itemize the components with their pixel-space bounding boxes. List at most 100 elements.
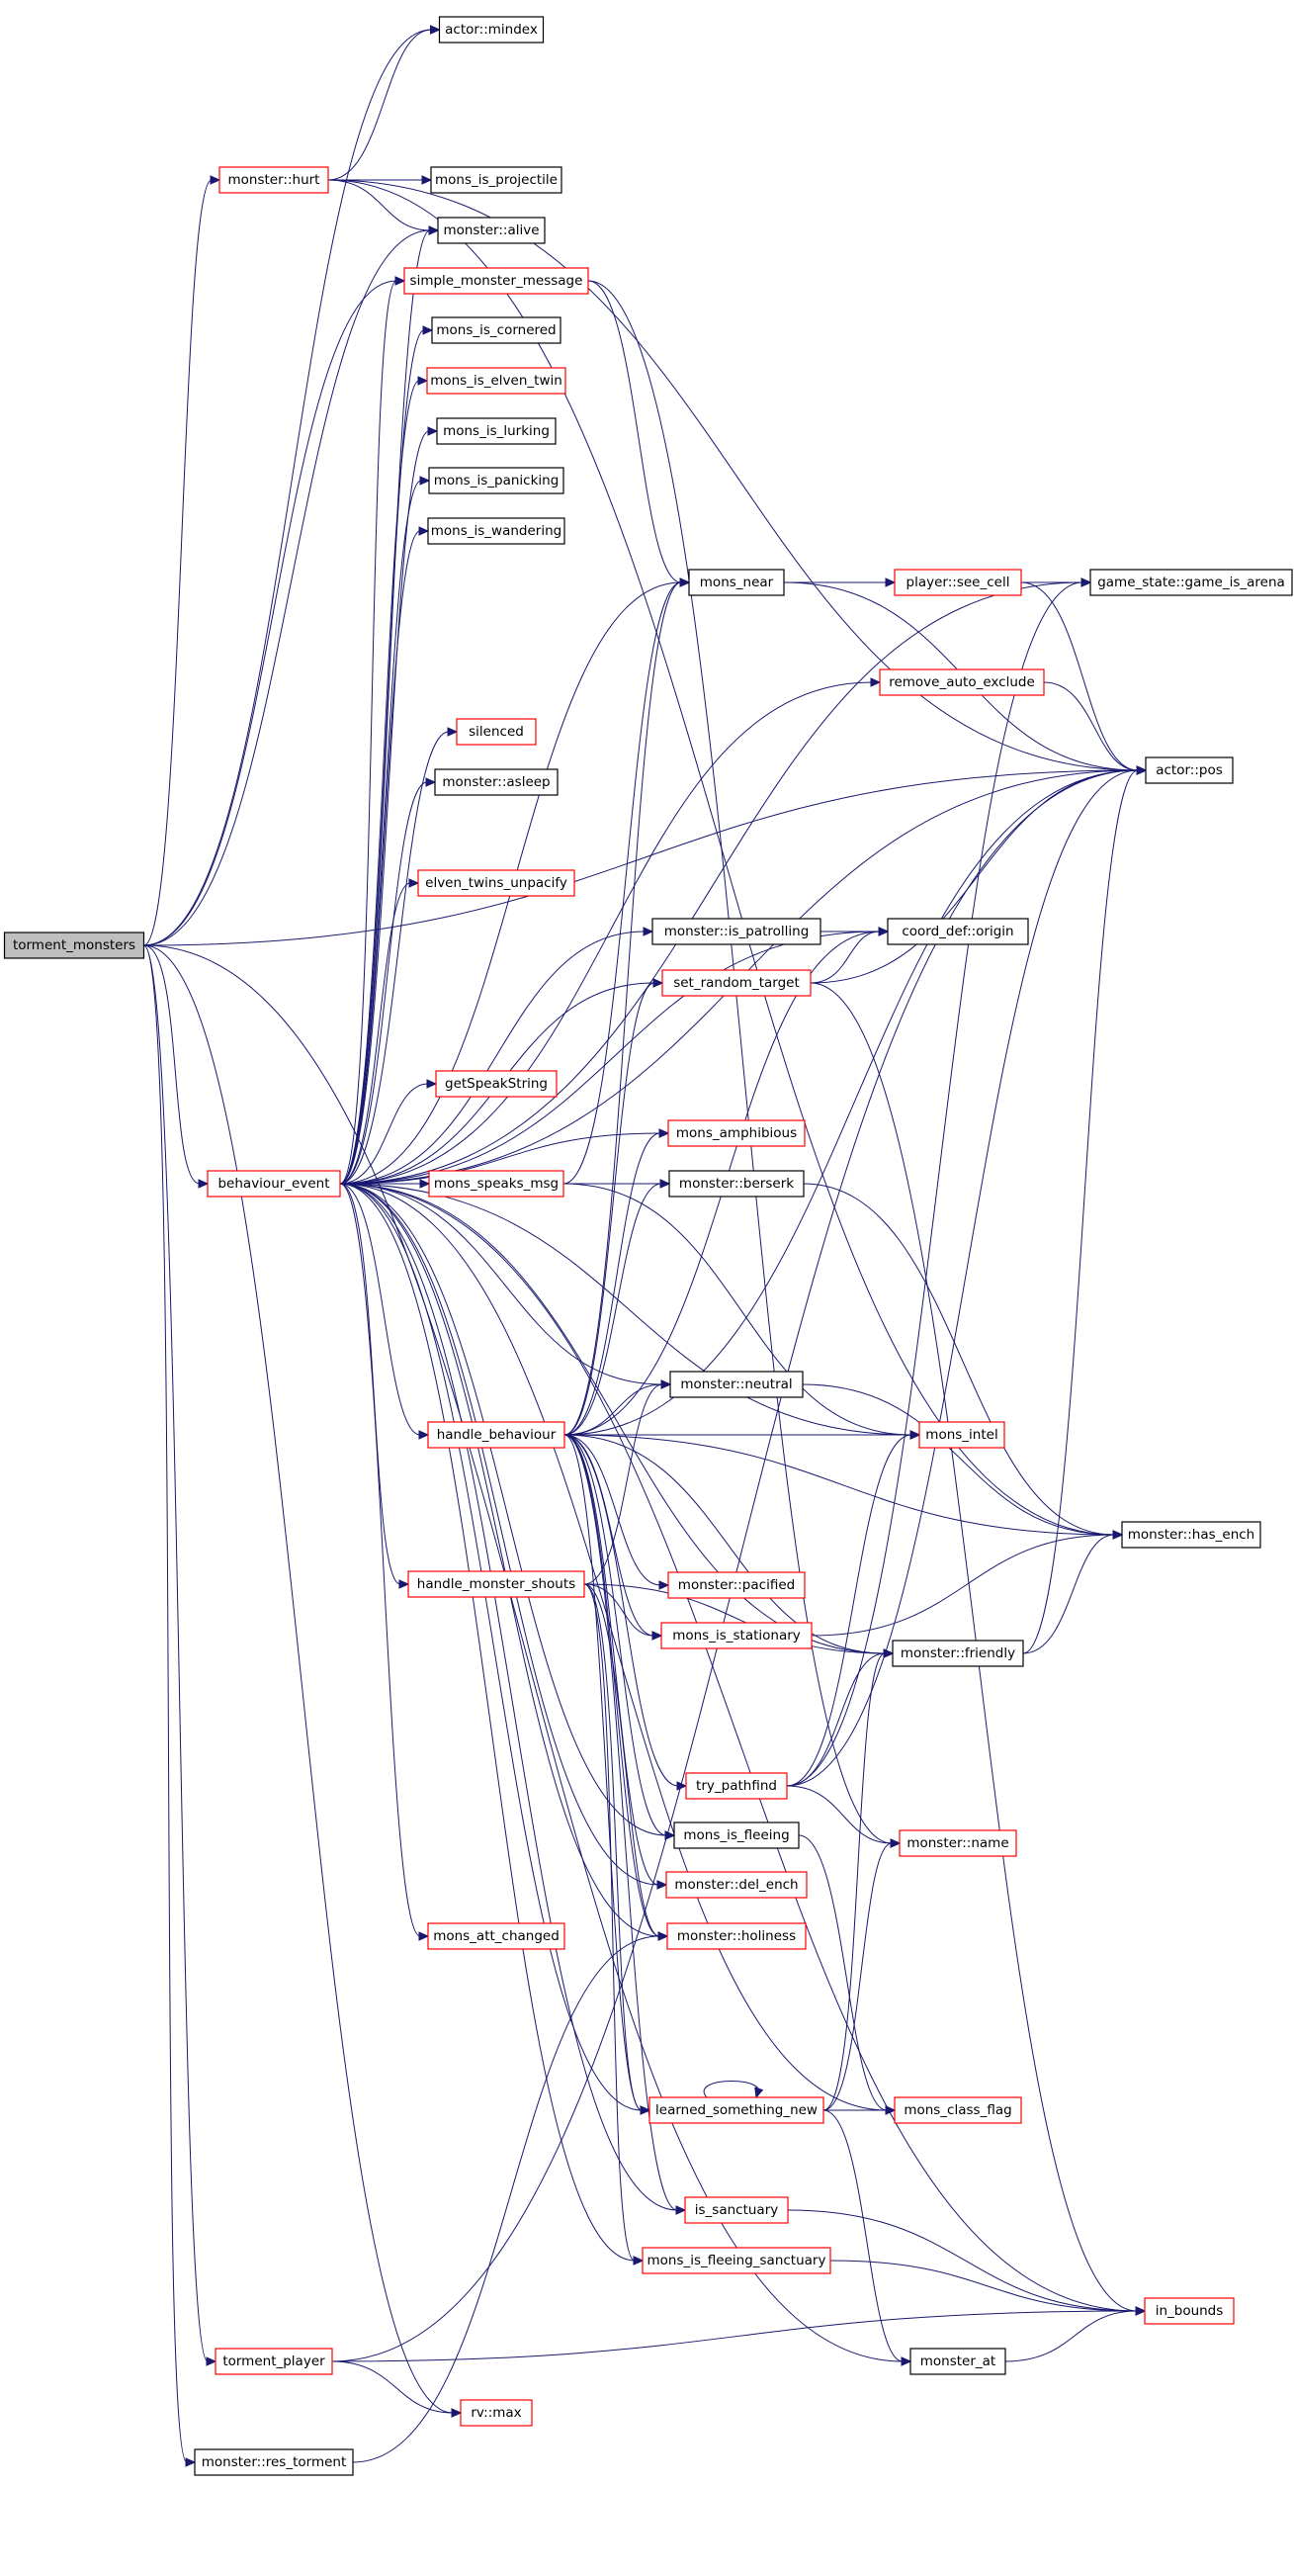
node-actor-pos[interactable]: actor::pos: [1145, 756, 1234, 784]
node-mons-is-cornered[interactable]: mons_is_cornered: [431, 316, 561, 344]
node-monster-has-ench[interactable]: monster::has_ench: [1121, 1521, 1261, 1549]
edge-handle_behaviour-to-is_sanctuary: [563, 1434, 687, 2215]
node-mons-intel[interactable]: mons_intel: [918, 1421, 1005, 1449]
node-monster-asleep[interactable]: monster::asleep: [434, 768, 559, 796]
node-mons-class-flag[interactable]: mons_class_flag: [894, 2096, 1022, 2124]
edge-arrowhead: [428, 225, 440, 235]
node-handle-monster-shouts[interactable]: handle_monster_shouts: [407, 1570, 585, 1598]
node-simple-monster-message[interactable]: simple_monster_message: [403, 267, 589, 295]
edge-line: [810, 769, 1139, 984]
edge-behaviour_event-to-is_sanctuary: [339, 1183, 687, 2215]
edge-learned_something_new-to-monster_name: [822, 1838, 902, 2111]
edge-line: [583, 1583, 643, 2111]
node-box: [194, 2448, 354, 2476]
node-mons-amphibious[interactable]: mons_amphibious: [667, 1119, 806, 1147]
node-silenced[interactable]: silenced: [456, 718, 537, 746]
node-monster-alive[interactable]: monster::alive: [437, 217, 546, 244]
edge-mons_speaks_msg-to-mons_near: [562, 577, 691, 1185]
edge-handle_behaviour-to-monster_has_ench: [563, 1434, 1124, 1540]
edge-arrowhead: [901, 2356, 912, 2366]
node-box: [431, 316, 561, 344]
node-monster-berserk[interactable]: monster::berserk: [668, 1170, 805, 1198]
edge-line: [331, 2310, 1138, 2362]
node-box: [427, 517, 565, 545]
node-box: [428, 1170, 564, 1198]
node-remove-auto-exclude[interactable]: remove_auto_exclude: [879, 668, 1045, 696]
node-player-see-cell[interactable]: player::see_cell: [894, 569, 1022, 596]
node-mons-is-fleeing[interactable]: mons_is_fleeing: [673, 1821, 800, 1849]
node-behaviour-event[interactable]: behaviour_event: [207, 1170, 341, 1198]
node-is-sanctuary[interactable]: is_sanctuary: [684, 2196, 789, 2224]
edge-monster_hurt-to-actor_mindex: [327, 25, 441, 181]
edge-line: [143, 944, 201, 1185]
edge-arrowhead: [651, 1631, 663, 1641]
node-monster-name[interactable]: monster::name: [899, 1829, 1017, 1857]
edge-arrowhead: [426, 1079, 438, 1089]
node-elven-twins-unpacify[interactable]: elven_twins_unpacify: [417, 869, 575, 897]
node-monster-is-patrolling[interactable]: monster::is_patrolling: [651, 918, 821, 945]
edge-line: [1043, 681, 1139, 771]
edge-handle_monster_shouts-to-mons_is_fleeing_sanctuary: [583, 1583, 645, 2265]
edge-monster_friendly-to-monster_has_ench: [1022, 1530, 1124, 1654]
node-in-bounds[interactable]: in_bounds: [1144, 2297, 1235, 2325]
node-monster-holiness[interactable]: monster::holiness: [666, 1922, 807, 1950]
edge-arrowhead: [909, 1430, 921, 1440]
node-mons-near[interactable]: mons_near: [688, 569, 785, 596]
node-monster-pacified[interactable]: monster::pacified: [667, 1571, 806, 1599]
node-monster-del-ench[interactable]: monster::del_ench: [665, 1871, 808, 1899]
node-game-is-arena[interactable]: game_state::game_is_arena: [1089, 569, 1293, 596]
node-label: handle_behaviour: [437, 1427, 557, 1443]
node-label: monster::is_patrolling: [664, 924, 810, 939]
node-label: mons_att_changed: [433, 1928, 560, 1944]
node-mons-is-fleeing-sanctuary[interactable]: mons_is_fleeing_sanctuary: [642, 2247, 831, 2274]
edge-line: [583, 1583, 660, 1937]
edge-arrowhead: [427, 426, 439, 436]
node-mons-att-changed[interactable]: mons_att_changed: [427, 1922, 565, 1950]
node-coord-def-origin[interactable]: coord_def::origin: [887, 918, 1029, 945]
node-getSpeakString[interactable]: getSpeakString: [435, 1070, 558, 1098]
node-label: monster::res_torment: [202, 2454, 347, 2470]
node-monster-hurt[interactable]: monster::hurt: [218, 166, 329, 194]
edge-behaviour_event-to-in_bounds: [339, 1183, 1147, 2316]
edge-line: [339, 1183, 667, 1836]
node-box: [407, 1570, 585, 1598]
edge-line: [803, 1183, 1115, 1536]
node-mons-is-stationary[interactable]: mons_is_stationary: [660, 1622, 813, 1649]
node-monster-friendly[interactable]: monster::friendly: [892, 1640, 1024, 1667]
node-handle-behaviour[interactable]: handle_behaviour: [427, 1421, 565, 1449]
edge-line: [339, 931, 881, 1185]
edge-line: [327, 179, 1139, 771]
node-label: mons_near: [700, 575, 774, 590]
node-monster-res-torment[interactable]: monster::res_torment: [194, 2448, 354, 2476]
node-try-pathfind[interactable]: try_pathfind: [685, 1772, 788, 1800]
node-actor-mindex[interactable]: actor::mindex: [438, 16, 545, 44]
edge-line: [563, 769, 1139, 1436]
node-mons-speaks-msg[interactable]: mons_speaks_msg: [428, 1170, 564, 1198]
node-mons-is-panicking[interactable]: mons_is_panicking: [428, 467, 564, 494]
node-rv-max[interactable]: rv::max: [460, 2399, 533, 2427]
edge-learned_something_new-to-monster_at: [822, 2109, 912, 2366]
node-set-random-target[interactable]: set_random_target: [661, 969, 812, 997]
edge-line: [339, 1183, 659, 1886]
node-torment-player[interactable]: torment_player: [215, 2348, 333, 2375]
node-monster-neutral[interactable]: monster::neutral: [669, 1371, 804, 1398]
edge-line: [339, 1183, 888, 2111]
node-mons-is-elven-twin[interactable]: mons_is_elven_twin: [426, 367, 566, 395]
node-mons-is-lurking[interactable]: mons_is_lurking: [436, 417, 557, 445]
node-monster-at[interactable]: monster_at: [909, 2348, 1006, 2375]
node-box: [1144, 2297, 1235, 2325]
node-learned-something-new[interactable]: learned_something_new: [648, 2096, 824, 2124]
edge-line: [563, 1434, 667, 1836]
node-mons-is-projectile[interactable]: mons_is_projectile: [430, 166, 562, 194]
node-box: [642, 2247, 831, 2274]
edge-arrowhead: [659, 1179, 671, 1189]
node-label: game_state::game_is_arena: [1097, 575, 1285, 590]
edge-behaviour_event-to-simple_monster_message: [339, 276, 406, 1185]
edge-torment_monsters-to-monster_hurt: [143, 175, 221, 946]
node-label: monster::holiness: [677, 1928, 796, 1944]
node-mons-is-wandering[interactable]: mons_is_wandering: [427, 517, 565, 545]
node-box: [434, 768, 559, 796]
edge-line: [143, 179, 213, 946]
edge-arrowhead: [198, 1179, 210, 1189]
edge-line: [802, 1383, 1115, 1536]
